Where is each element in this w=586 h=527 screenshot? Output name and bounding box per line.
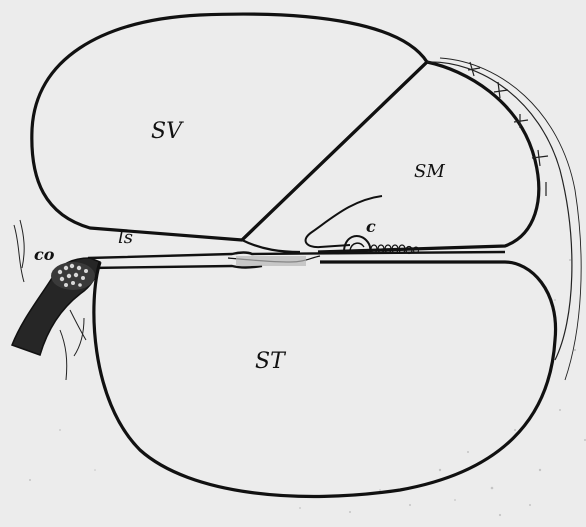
label-c: c: [366, 217, 376, 236]
label-ls: ls: [118, 227, 133, 248]
label-co: co: [34, 245, 55, 264]
label-sm: SM: [414, 161, 445, 182]
label-st: ST: [255, 349, 287, 374]
label-sv: SV: [151, 119, 184, 144]
